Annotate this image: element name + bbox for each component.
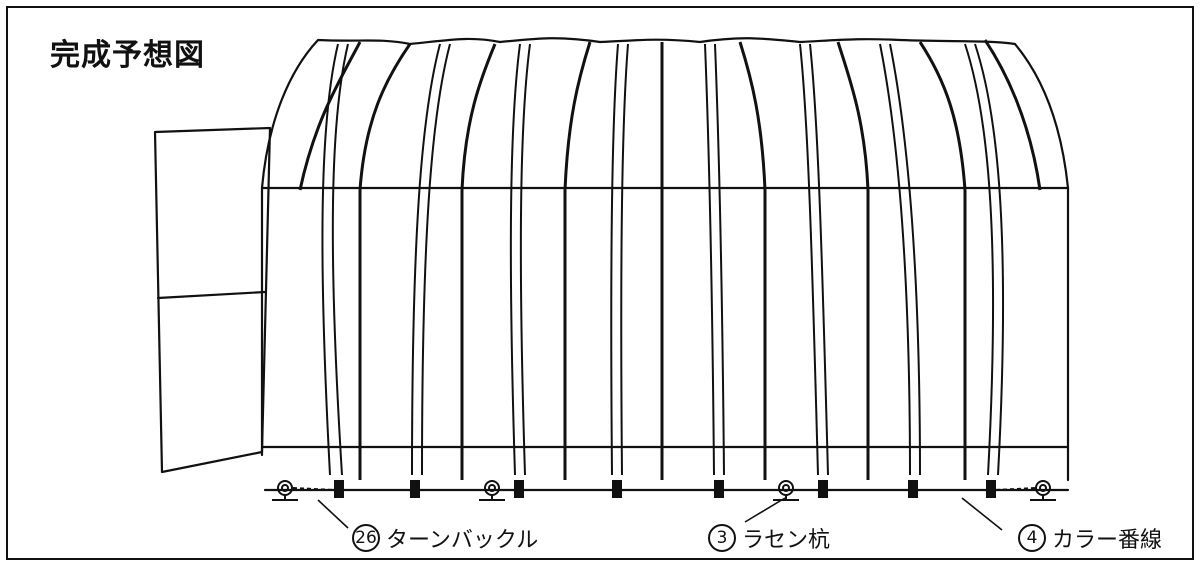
callout-screw-stake: 3 ラセン杭	[708, 522, 830, 554]
band-fasteners	[334, 480, 996, 498]
tie-down-bands	[321, 43, 1005, 476]
callout-number-turnbuckle: 26	[352, 524, 380, 552]
leader-lines	[317, 497, 1003, 531]
roof-arch	[260, 37, 1070, 190]
door-panel	[153, 126, 272, 474]
screw-stakes	[272, 480, 1056, 501]
callout-label-screw-stake: ラセン杭	[742, 528, 831, 553]
door-panel-divider	[156, 290, 267, 300]
callout-number-screw-stake: 3	[708, 524, 736, 552]
callout-collar-wire: 4 カラー番線	[1018, 522, 1162, 554]
diagram-frame	[6, 6, 1194, 560]
callout-label-collar-wire: カラー番線	[1052, 528, 1163, 553]
callout-number-collar-wire: 4	[1018, 524, 1046, 552]
frame-pipes	[298, 39, 1042, 480]
diagram-title: 完成予想図	[50, 38, 205, 73]
callout-turnbuckle: 26 ターンバックル	[352, 522, 538, 554]
callout-label-turnbuckle: ターンバックル	[386, 528, 539, 553]
